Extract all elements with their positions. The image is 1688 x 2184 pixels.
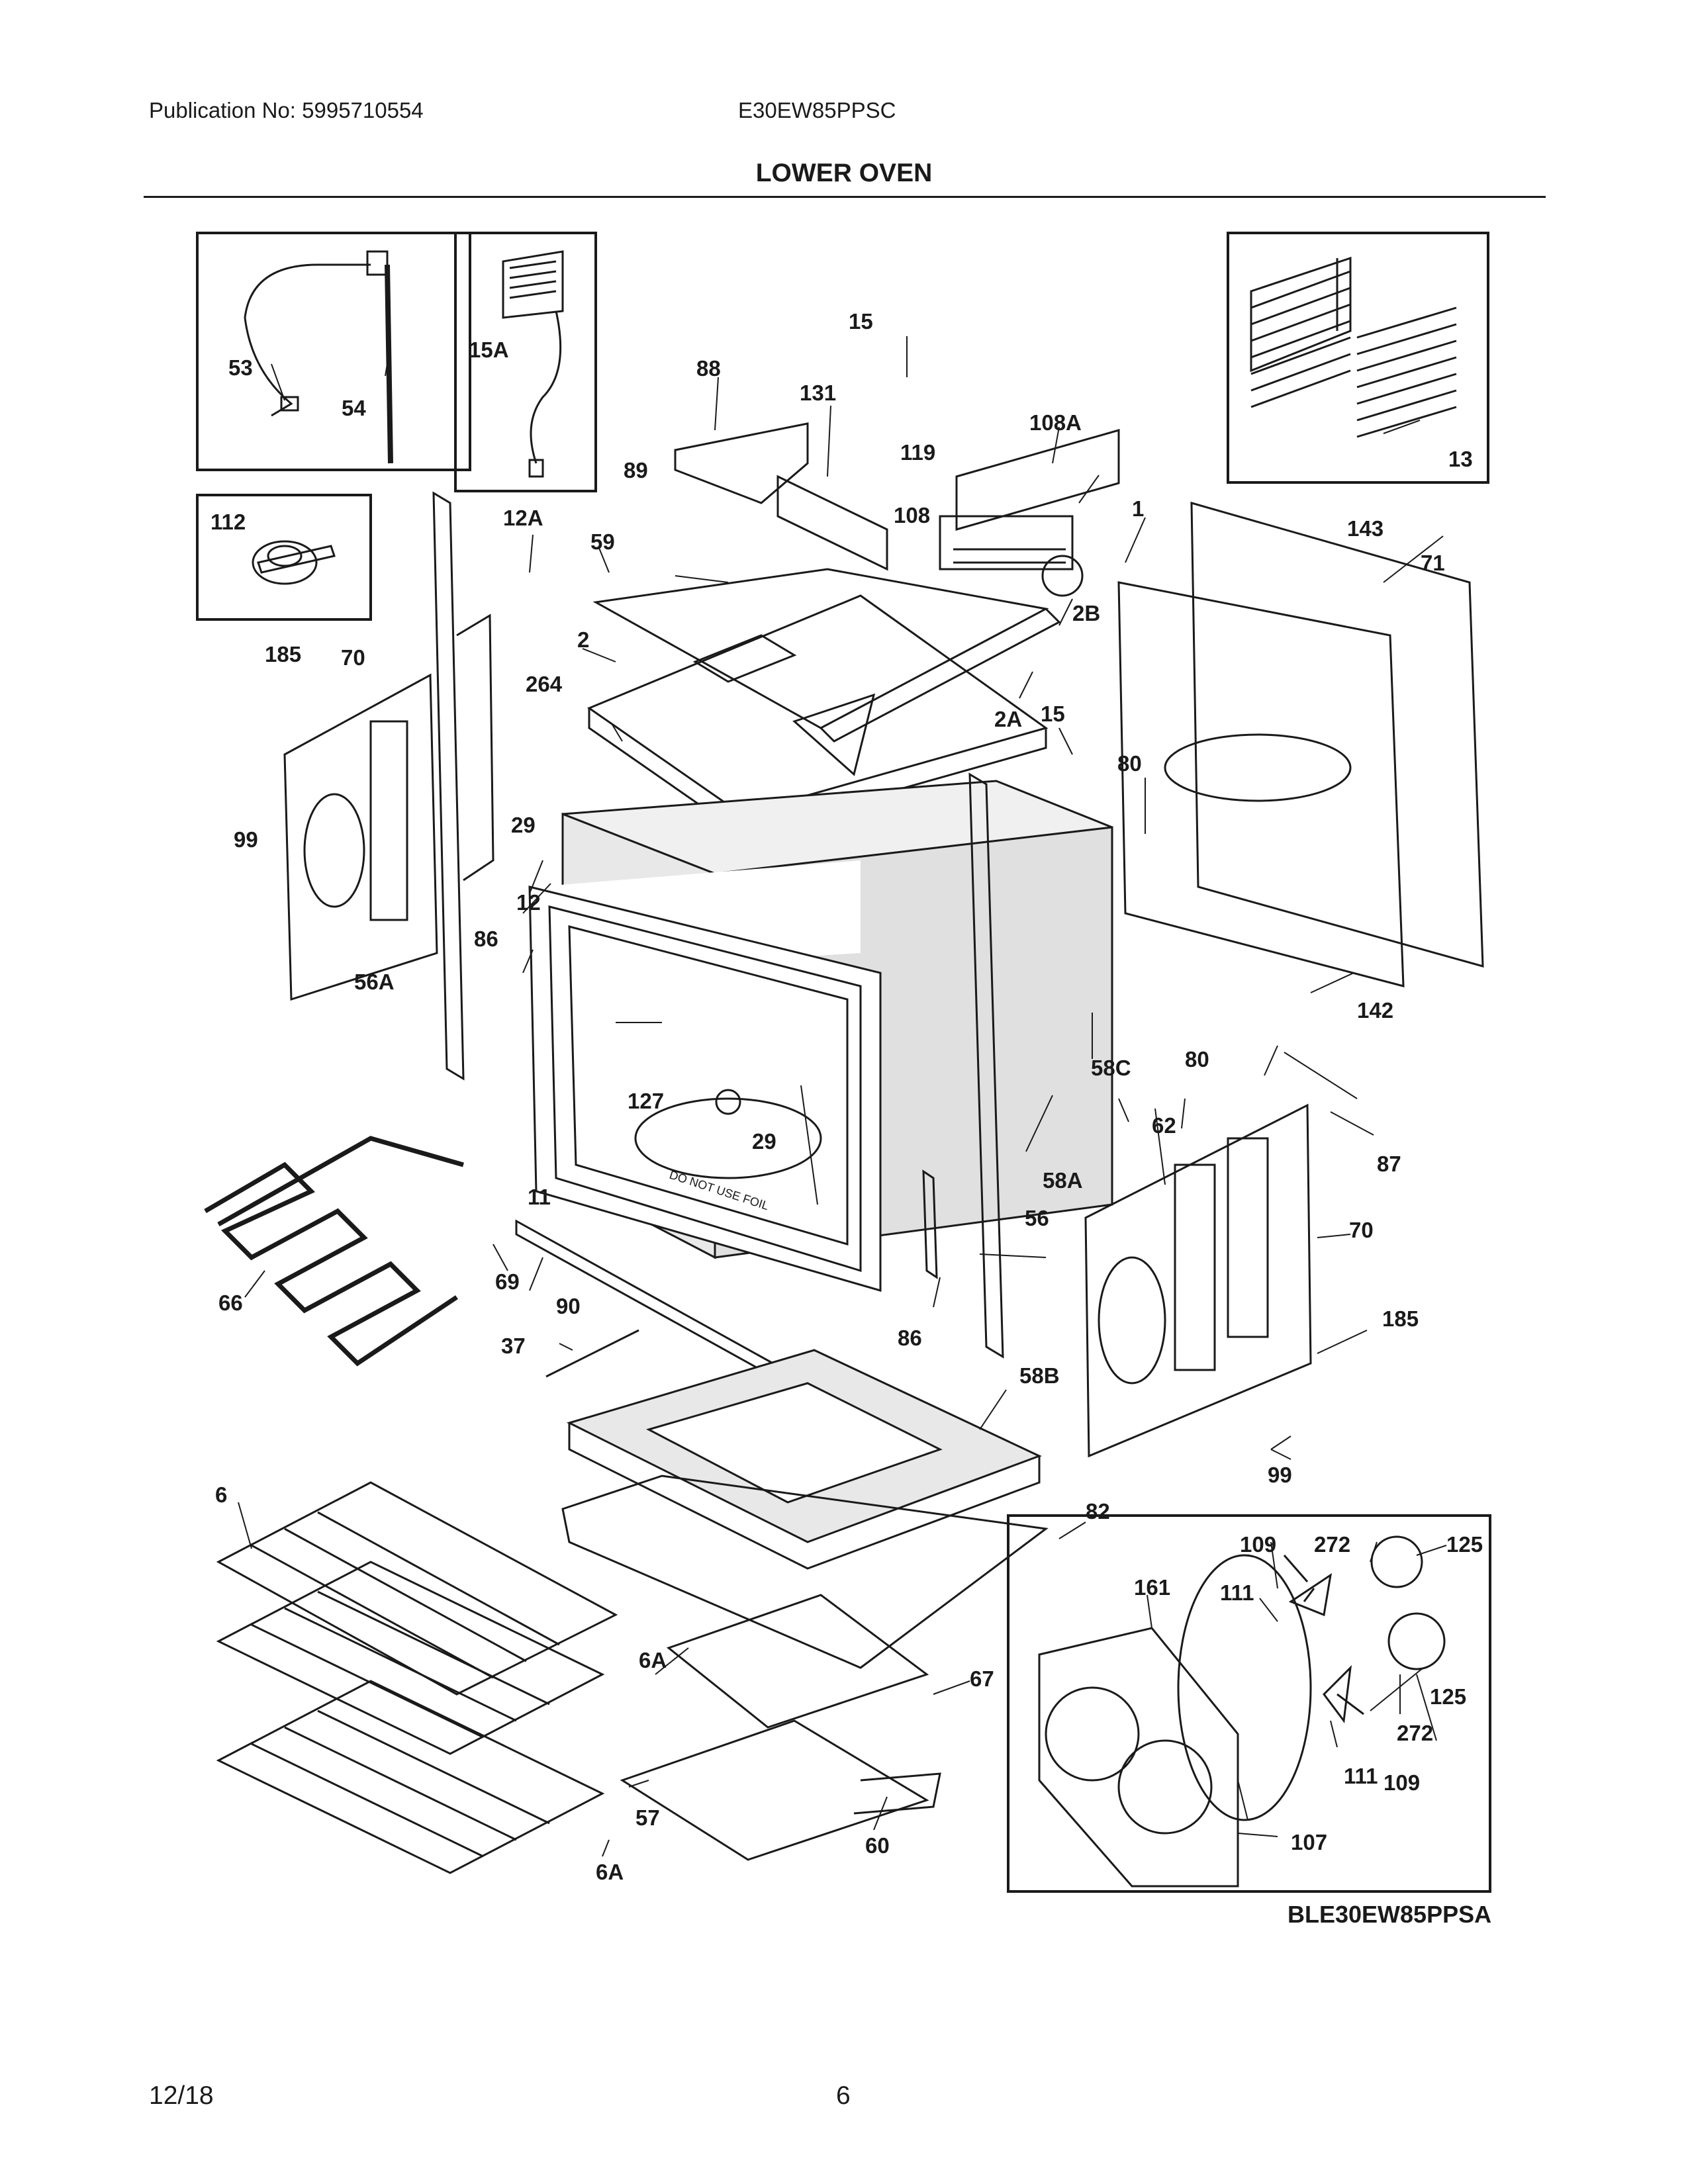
bottom-insulation	[566, 1349, 1042, 1570]
left-side-panel	[283, 673, 438, 1001]
right-side-panel	[1084, 1103, 1312, 1458]
callout-label: 185	[265, 642, 301, 666]
callout-label: 15A	[469, 338, 509, 362]
callout-label: 2A	[994, 707, 1022, 731]
callout-label: 264	[526, 672, 563, 696]
callout-label: 57	[635, 1805, 660, 1830]
callout-label: 111	[1220, 1580, 1254, 1605]
callout-label: 66	[218, 1291, 243, 1315]
diagram-code: BLE30EW85PPSA	[1288, 1901, 1491, 1928]
callout-label: 37	[501, 1334, 526, 1358]
callout-label: 62	[1152, 1113, 1176, 1138]
front-frame: DO NOT USE FOIL	[528, 886, 882, 1292]
rack-supports-illustration	[1250, 256, 1457, 438]
bottom-pan	[561, 1475, 1049, 1861]
callout-label: 112	[211, 510, 246, 534]
callout-label: 70	[1349, 1218, 1374, 1242]
callout-label: 80	[1117, 751, 1142, 776]
callout-label: 53	[228, 355, 253, 380]
callout-label: 161	[1134, 1575, 1170, 1600]
broil-element	[204, 1136, 464, 1367]
thermostat-illustration	[252, 540, 336, 585]
callout-label: 111	[1344, 1764, 1378, 1788]
callout-label: 71	[1421, 551, 1445, 575]
cooling-fan	[939, 429, 1120, 597]
callout-label: 272	[1314, 1532, 1350, 1557]
callout-label: 109	[1383, 1770, 1420, 1795]
callout-label: 56	[1025, 1206, 1049, 1230]
callout-label: 56A	[354, 970, 395, 994]
callout-label: 127	[628, 1089, 664, 1113]
callout-label: 109	[1240, 1532, 1276, 1557]
callout-label: 67	[970, 1666, 994, 1691]
callout-label: 6A	[596, 1860, 624, 1884]
callout-label: 125	[1430, 1684, 1466, 1709]
callout-labels: 1 2 2A 2B 6 6A 6A 11 12 12A 13 15 15 15A…	[211, 309, 1491, 1928]
callout-label: 12A	[503, 506, 543, 530]
callout-label: 88	[696, 356, 721, 381]
leader-lines	[238, 336, 1447, 1857]
callout-label: 29	[752, 1129, 776, 1154]
callout-label: 142	[1357, 998, 1393, 1023]
callout-label: 59	[590, 529, 615, 554]
callout-label: 185	[1382, 1306, 1419, 1331]
callout-label: 108	[894, 503, 930, 527]
callout-label: 6	[215, 1482, 227, 1507]
callout-label: 108A	[1029, 410, 1082, 435]
callout-label: 99	[234, 827, 258, 852]
callout-label: 87	[1377, 1152, 1401, 1176]
callout-label: 58C	[1091, 1056, 1131, 1080]
publication-date: 12/18	[149, 2081, 214, 2110]
rear-panel	[1117, 502, 1484, 987]
callout-label: 131	[800, 381, 836, 405]
damper-bracket	[674, 422, 888, 571]
page-number: 6	[836, 2081, 851, 2110]
header-rule	[144, 196, 1546, 198]
callout-label: 29	[511, 813, 536, 837]
callout-label: 86	[474, 927, 498, 951]
insulation-cover	[592, 568, 1061, 743]
inset-boxes	[196, 232, 1491, 1893]
callout-label: 90	[556, 1294, 581, 1318]
callout-label: 82	[1086, 1499, 1110, 1524]
section-title: LOWER OVEN	[755, 159, 933, 187]
callout-label: 80	[1185, 1047, 1209, 1071]
temperature-probe-illustration	[244, 250, 393, 464]
callout-label: 143	[1347, 516, 1383, 541]
callout-label: 12	[516, 890, 541, 915]
model-number: E30EW85PPSC	[738, 98, 896, 122]
callout-label: 11	[528, 1185, 551, 1209]
callout-label: 69	[495, 1269, 520, 1294]
callout-label: 60	[865, 1833, 890, 1858]
callout-label: 99	[1268, 1463, 1292, 1487]
callout-label: 272	[1397, 1721, 1433, 1745]
callout-label: 1	[1132, 496, 1144, 521]
publication-number: Publication No: 5995710554	[149, 98, 424, 122]
callout-label: 119	[900, 440, 935, 465]
callout-label: 15	[849, 309, 873, 334]
callout-label: 107	[1291, 1830, 1327, 1854]
oven-racks	[216, 1481, 618, 1874]
callout-label: 2	[577, 627, 589, 652]
callout-label: 13	[1448, 447, 1473, 471]
callout-label: 15	[1041, 702, 1065, 726]
wiring-module-illustration	[502, 250, 564, 478]
callout-label: 125	[1446, 1532, 1483, 1557]
callout-label: 2B	[1072, 601, 1100, 625]
callout-label: 89	[624, 458, 648, 482]
callout-label: 86	[898, 1326, 922, 1350]
callout-label: 70	[341, 645, 365, 670]
callout-label: 58B	[1019, 1363, 1060, 1388]
callout-label: 58A	[1043, 1168, 1083, 1193]
side-rails	[432, 491, 1004, 1359]
callout-label: 6A	[639, 1648, 667, 1672]
callout-label: 54	[342, 396, 366, 420]
